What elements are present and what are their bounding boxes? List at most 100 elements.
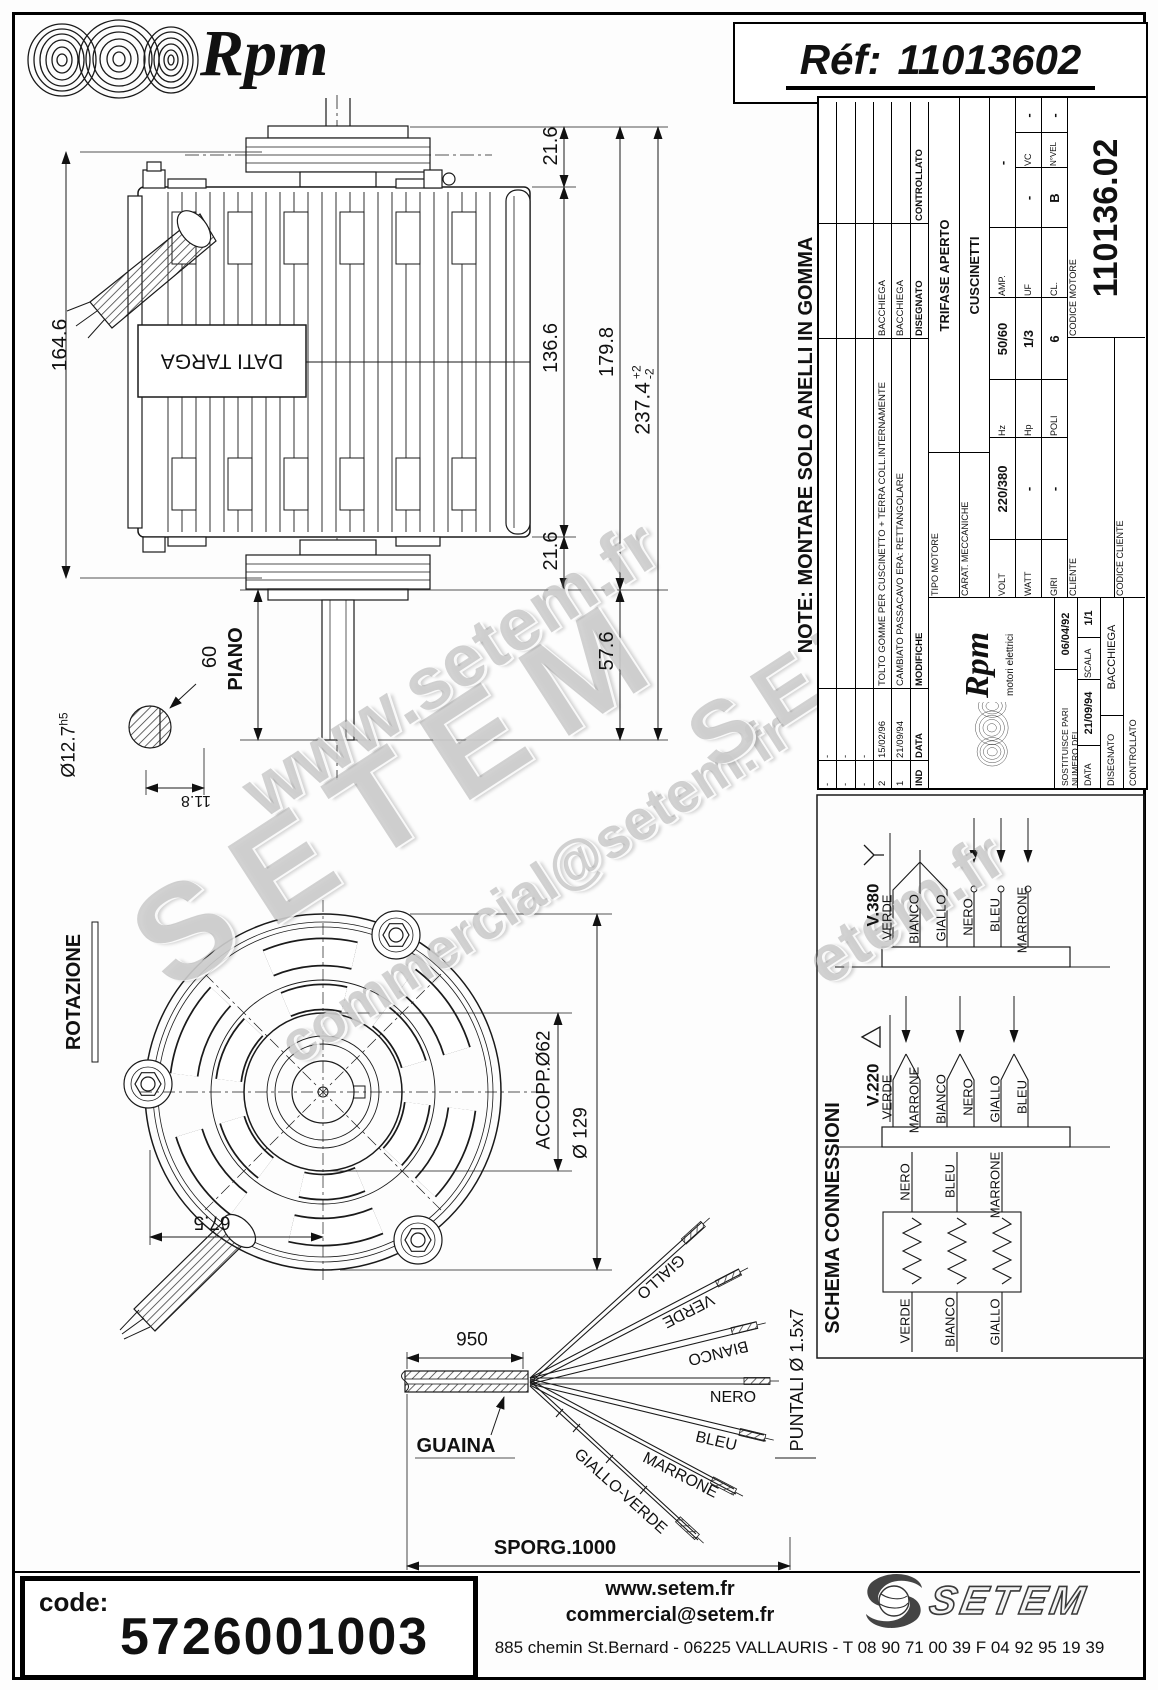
tb-scala-label: SCALA <box>1077 637 1101 680</box>
tb-rpm-coils <box>975 702 1009 767</box>
v380-wire-giallo: GIALLO <box>933 894 949 942</box>
v220-wire-verde: VERDE <box>879 1074 895 1120</box>
footer-separator <box>12 1571 1140 1573</box>
tb-hp-value: 1/3 <box>1015 297 1042 380</box>
v380-wire-bianco: BIANCO <box>906 894 922 944</box>
tb-giri-value: - <box>1041 437 1068 540</box>
setem-logo-swirl <box>866 1574 922 1628</box>
tb-sostituisce-date: 06/04/92 <box>1054 597 1078 670</box>
wire-crimps <box>674 1217 779 1544</box>
dim-sporg-1000: SPORG.1000 <box>493 1537 617 1559</box>
tb-rpm-sub: motori elettrici <box>1005 633 1016 696</box>
dim-237-4: 237.4 +2 -2 <box>629 365 656 435</box>
front-bolts <box>123 910 443 1265</box>
dim-21-6-bottom: 21.6 <box>540 531 562 571</box>
tb-hz-value: 50/60 <box>989 297 1016 380</box>
tb-volt-value: 220/380 <box>989 437 1016 540</box>
tb-rpm-text: Rpm <box>959 631 996 698</box>
v220-wire-nero: NERO <box>960 1078 976 1116</box>
note-text: NOTE: MONTARE SOLO ANELLI IN GOMMA <box>795 236 817 654</box>
tb-data-label: DATA <box>1077 745 1101 788</box>
v380-wire-bleu: BLEU <box>987 898 1003 932</box>
dim-129: Ø 129 <box>570 1107 592 1159</box>
tb-vc-label: VC <box>1015 132 1042 168</box>
code-box: code: 5726001003 <box>20 1576 478 1680</box>
tb-disegnato-value: BACCHIEGA <box>1100 597 1124 716</box>
tb-codice-motore: CODICE MOTORE 110136.02 <box>1068 138 1125 336</box>
tb-watt-label: WATT <box>1015 539 1042 598</box>
tb-poli-label: POLI <box>1041 379 1068 438</box>
tb-amp-value: - <box>989 98 1016 228</box>
dim-179-8: 179.8 <box>596 326 618 378</box>
tb-volt-label: VOLT <box>989 539 1016 598</box>
footer-website: www.setem.fr <box>605 1578 735 1600</box>
tb-sostituisce-label: SOSTITUISCE PARI NUMERO DEL <box>1054 669 1078 788</box>
res-top-nero: NERO <box>897 1163 913 1201</box>
res-bottom-giallo: GIALLO <box>987 1298 1003 1346</box>
tb-tipo-value: TRIFASE APERTO <box>929 98 960 453</box>
dim-136-6: 136.6 <box>540 322 562 374</box>
wire-label-nero: NERO <box>709 1389 757 1406</box>
tb-scala-value: 1/1 <box>1077 597 1101 638</box>
footer-address: 885 chemin St.Bernard - 06225 VALLAURIS … <box>494 1638 1105 1657</box>
res-top-bleu: BLEU <box>942 1164 958 1198</box>
setem-logo-text: SETEM <box>925 1578 1092 1624</box>
tb-carat-label: CARAT. MECCANICHE <box>959 452 990 598</box>
tb-uf-label: UF <box>1015 227 1042 298</box>
dim-accopp-62: ACCOPP.Ø62 <box>533 1030 555 1150</box>
code-value: 5726001003 <box>120 1608 430 1666</box>
v220-wire-marrone: MARRONE <box>906 1066 922 1134</box>
dim-164-6: 164.6 <box>48 318 72 372</box>
ref-label: Réf: <box>799 36 882 83</box>
dim-57-6: 57.6 <box>596 631 618 671</box>
code-label: code: <box>39 1587 109 1617</box>
dim-21-6-top: 21.6 <box>540 126 562 166</box>
tb-uf-value: - <box>1015 167 1042 228</box>
footer-contacts: www.setem.fr commercial@setem.fr <box>560 1578 780 1627</box>
label-piano: PIANO <box>225 627 247 691</box>
res-bottom-verde: VERDE <box>897 1298 913 1344</box>
dim-950: 950 <box>456 1329 488 1351</box>
schema-title: SCHEMA CONNESSIONI <box>822 1102 844 1334</box>
tb-vc-value: - <box>1015 98 1042 133</box>
v220-wire-bianco: BIANCO <box>933 1074 949 1124</box>
tb-cl-label: CL. <box>1041 227 1068 298</box>
res-top-marrone: MARRONE <box>987 1151 1003 1219</box>
label-guaina: GUAINA <box>416 1435 496 1457</box>
res-bottom-bianco: BIANCO <box>942 1297 958 1347</box>
tb-poli-value: 6 <box>1041 297 1068 380</box>
tb-watt-value: - <box>1015 437 1042 540</box>
tb-hz-label: Hz <box>989 379 1016 438</box>
dim-67-5: 67.5 <box>193 1211 231 1233</box>
tb-hp-label: Hp <box>1015 379 1042 438</box>
tb-data-value: 21/09/94 <box>1077 679 1101 746</box>
tb-cl-value: B <box>1041 167 1068 228</box>
label-puntali: PUNTALI Ø 1.5x7 <box>787 1308 807 1452</box>
tb-giri-label: GIRI <box>1041 539 1068 598</box>
dim-11-8: 11.8 <box>181 792 211 809</box>
tb-nvel-label: N°VEL <box>1041 132 1068 168</box>
v380-wire-marrone: MARRONE <box>1014 886 1030 954</box>
tb-amp-label: AMP. <box>989 227 1016 298</box>
reference-number: Réf:11013602 <box>785 36 1096 90</box>
footer-email: commercial@setem.fr <box>565 1604 775 1626</box>
tb-controllato: CONTROLLATO <box>1123 597 1145 788</box>
tb-disegnato-label: DISEGNATO <box>1100 715 1124 788</box>
dim-shaft-dia: Ø12.7h5 <box>56 712 80 778</box>
tb-carat-value: CUSCINETTI <box>959 98 990 453</box>
tb-nvel-value: - <box>1041 98 1068 133</box>
tb-tipo-label: TIPO MOTORE <box>929 452 960 598</box>
reference-box: Réf:11013602 <box>733 22 1148 104</box>
v380-wire-nero: NERO <box>960 898 976 936</box>
tb-logo-cell: Rpm motori elettrici <box>929 597 1055 788</box>
rpm-coils-logo <box>27 19 199 99</box>
tb-cliente: CLIENTE <box>1067 337 1115 598</box>
label-rotazione: ROTAZIONE <box>63 933 85 1051</box>
v220-wire-giallo: GIALLO <box>987 1075 1003 1123</box>
v220-wire-bleu: BLEU <box>1014 1080 1030 1114</box>
dim-60: 60 <box>199 645 221 669</box>
v380-wire-verde: VERDE <box>879 894 895 940</box>
